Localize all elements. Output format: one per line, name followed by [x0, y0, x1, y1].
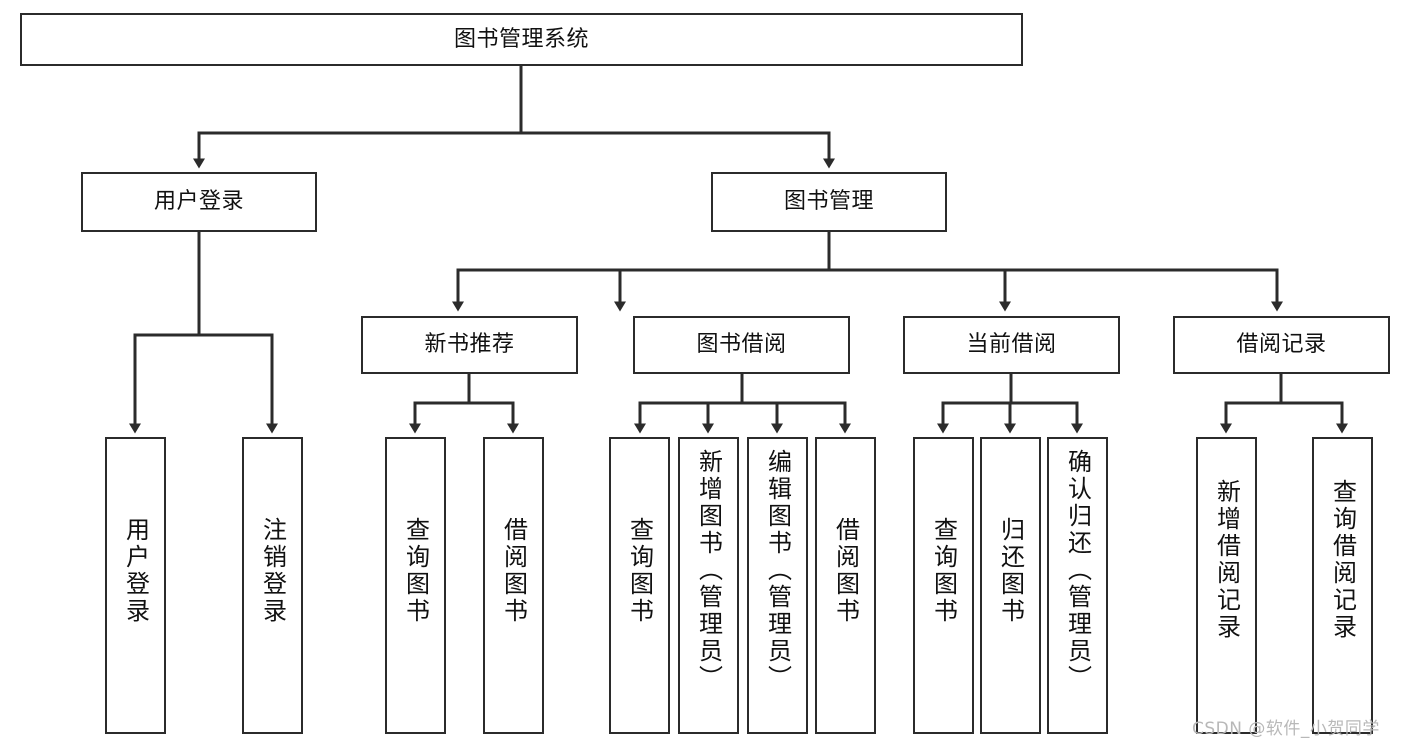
node-leaf-user-login-label: 用户登录 — [121, 517, 150, 625]
node-leaf-query-book-3[interactable]: 查询图书 — [913, 437, 974, 734]
node-borrow-record-label: 借阅记录 — [1236, 332, 1327, 358]
node-leaf-borrow-book-2[interactable]: 借阅图书 — [815, 437, 876, 734]
node-leaf-query-book-2[interactable]: 查询图书 — [609, 437, 670, 734]
node-borrow-record[interactable]: 借阅记录 — [1173, 316, 1390, 374]
node-leaf-add-book-label: 新增图书（管理员） — [694, 449, 723, 692]
node-leaf-logout-label: 注销登录 — [258, 517, 287, 625]
node-leaf-logout[interactable]: 注销登录 — [242, 437, 303, 734]
node-leaf-return-book[interactable]: 归还图书 — [980, 437, 1041, 734]
node-leaf-query-book-1-label: 查询图书 — [401, 517, 430, 625]
node-leaf-query-book-1[interactable]: 查询图书 — [385, 437, 446, 734]
node-leaf-query-record-label: 查询借阅记录 — [1328, 479, 1357, 641]
node-user-login-label: 用户登录 — [153, 189, 244, 215]
node-book-borrow[interactable]: 图书借阅 — [633, 316, 850, 374]
node-book-manage-label: 图书管理 — [783, 189, 874, 215]
node-book-borrow-label: 图书借阅 — [696, 332, 787, 358]
node-leaf-add-book[interactable]: 新增图书（管理员） — [678, 437, 739, 734]
node-leaf-confirm-return[interactable]: 确认归还（管理员） — [1047, 437, 1108, 734]
node-leaf-query-book-2-label: 查询图书 — [625, 517, 654, 625]
node-leaf-borrow-book-1-label: 借阅图书 — [499, 517, 528, 625]
node-leaf-borrow-book-2-label: 借阅图书 — [831, 517, 860, 625]
node-new-book-rec[interactable]: 新书推荐 — [361, 316, 578, 374]
node-root-label: 图书管理系统 — [453, 26, 589, 52]
node-leaf-edit-book-label: 编辑图书（管理员） — [763, 449, 792, 692]
node-leaf-edit-book[interactable]: 编辑图书（管理员） — [747, 437, 808, 734]
node-leaf-user-login[interactable]: 用户登录 — [105, 437, 166, 734]
node-current-borrow[interactable]: 当前借阅 — [903, 316, 1120, 374]
node-book-manage[interactable]: 图书管理 — [711, 172, 947, 232]
node-leaf-return-book-label: 归还图书 — [996, 517, 1025, 625]
node-leaf-add-record-label: 新增借阅记录 — [1212, 479, 1241, 641]
node-root[interactable]: 图书管理系统 — [20, 13, 1023, 66]
node-leaf-add-record[interactable]: 新增借阅记录 — [1196, 437, 1257, 734]
node-current-borrow-label: 当前借阅 — [966, 332, 1057, 358]
node-leaf-borrow-book-1[interactable]: 借阅图书 — [483, 437, 544, 734]
node-user-login[interactable]: 用户登录 — [81, 172, 317, 232]
node-leaf-confirm-return-label: 确认归还（管理员） — [1063, 449, 1092, 692]
node-leaf-query-record[interactable]: 查询借阅记录 — [1312, 437, 1373, 734]
node-new-book-rec-label: 新书推荐 — [424, 332, 515, 358]
node-leaf-query-book-3-label: 查询图书 — [929, 517, 958, 625]
